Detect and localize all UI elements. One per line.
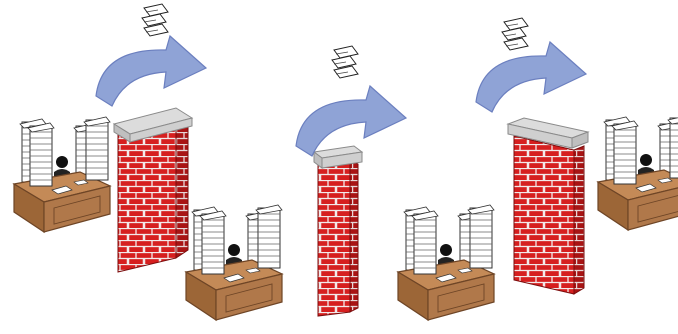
brick-wall-2 [314,146,362,316]
handoff-arrow-1 [96,36,206,106]
brick-wall-3 [508,118,588,294]
workstation-1 [14,117,110,232]
workstation-2 [186,205,282,320]
workstation-4 [598,115,678,230]
workstation-3 [398,205,494,320]
paper-stack-icon-3 [502,18,528,50]
handoff-arrow-3 [476,42,586,112]
paper-stack-icon-2 [332,46,358,78]
handoff-arrow-2 [296,86,406,156]
brick-wall-1 [114,108,192,272]
paper-stack-icon-1 [142,4,168,36]
